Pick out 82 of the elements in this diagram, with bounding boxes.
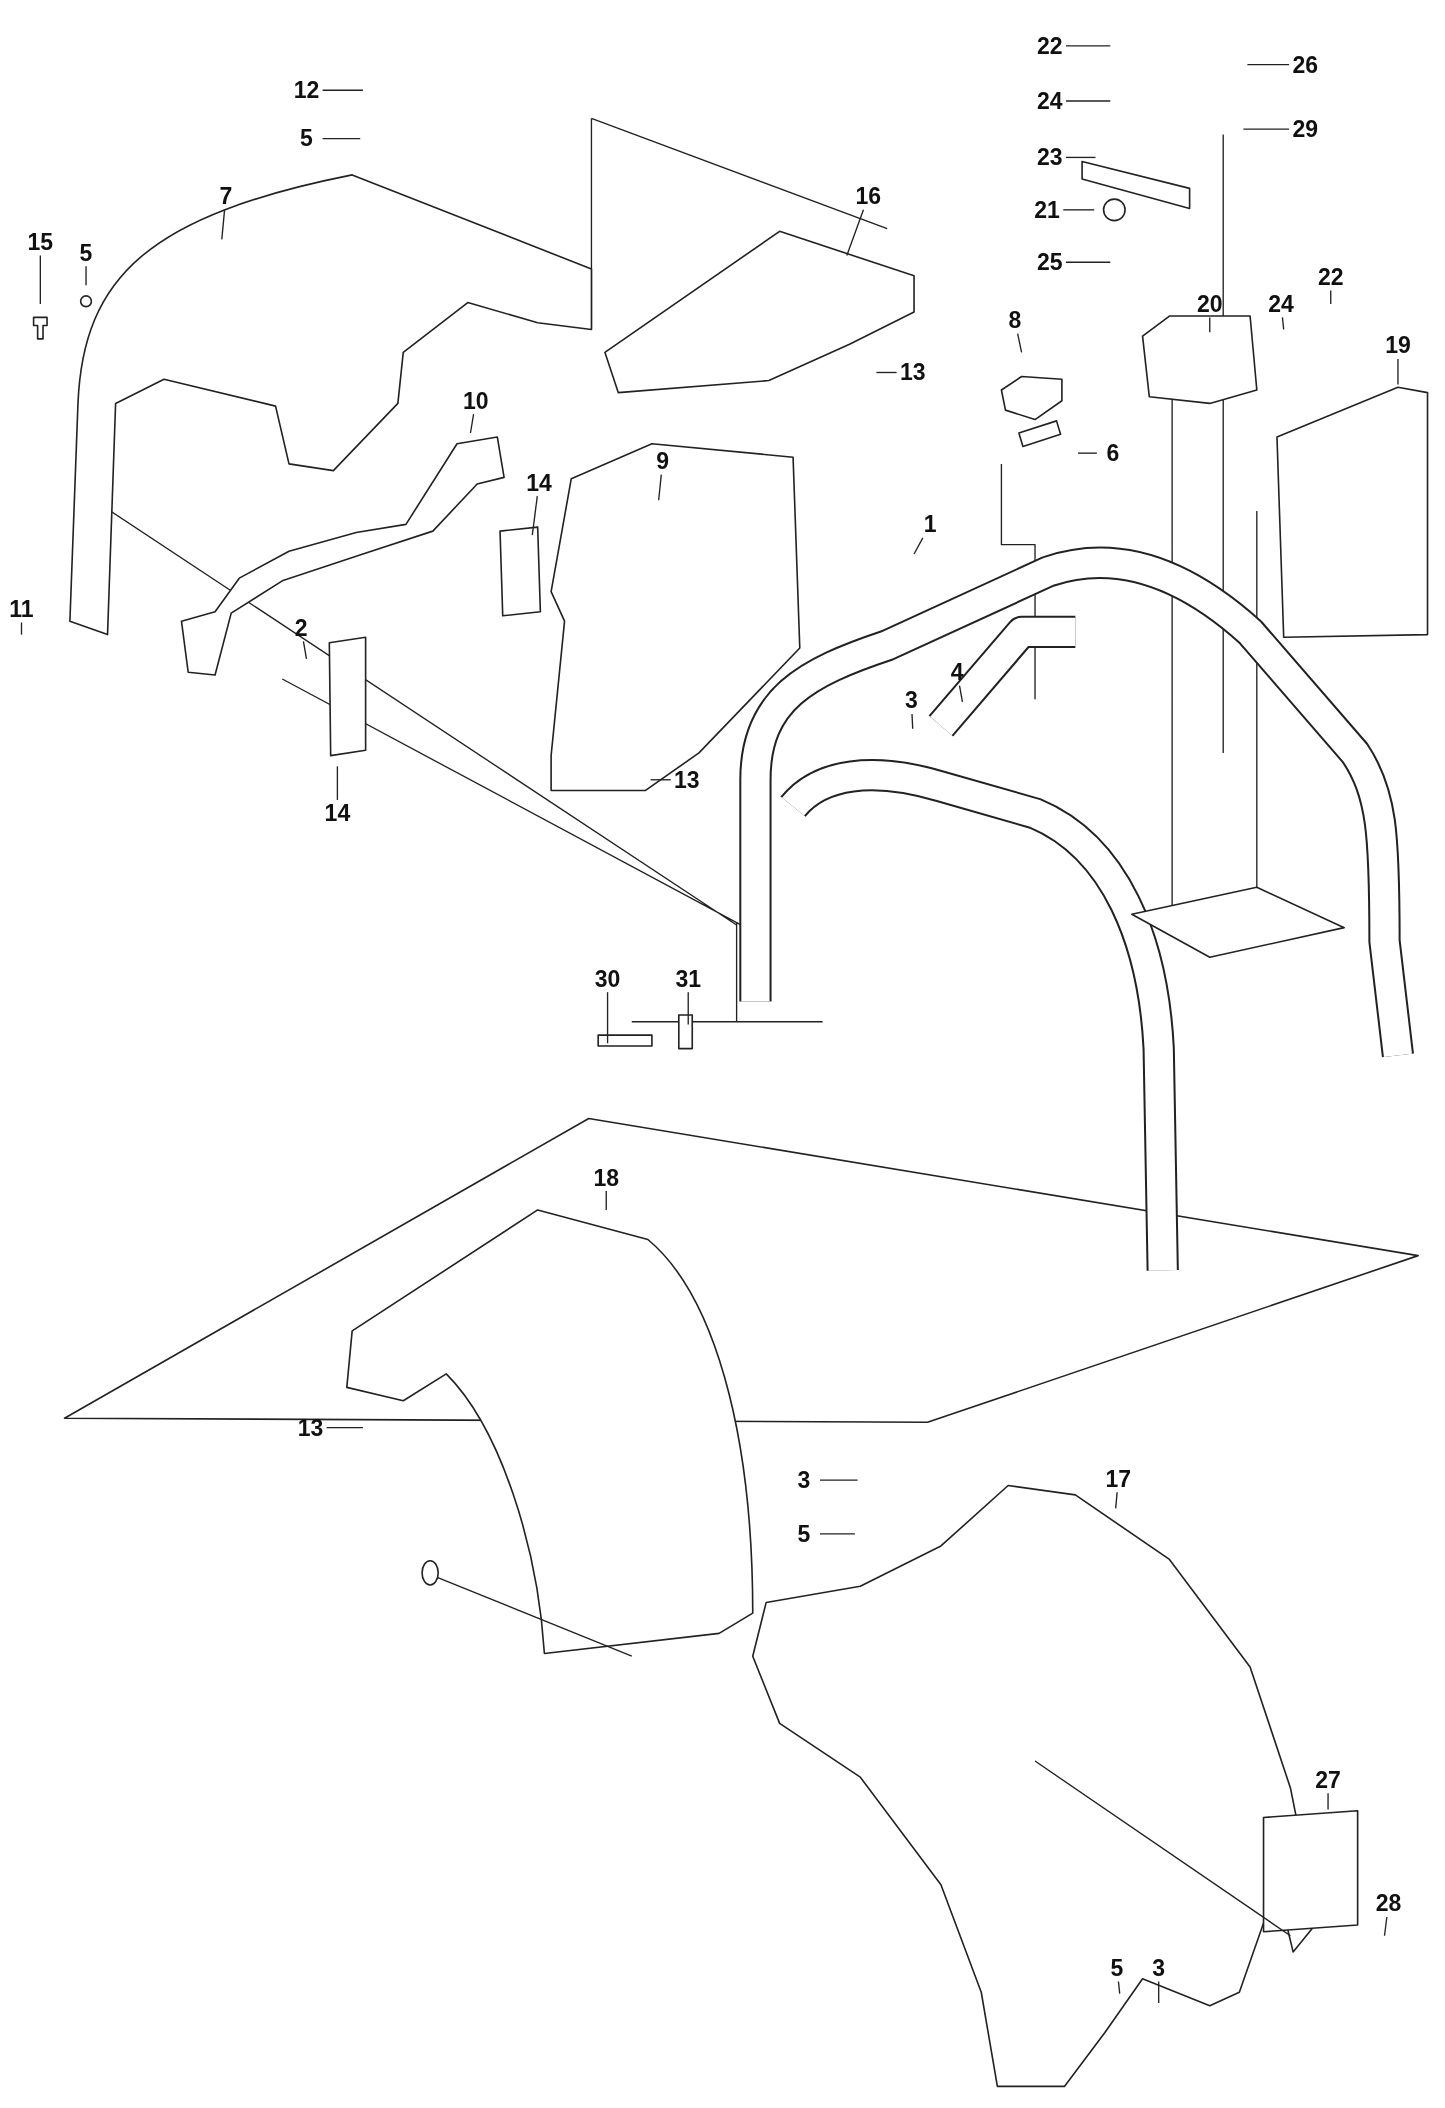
leader-line <box>469 413 475 434</box>
leader-line <box>913 537 924 555</box>
leader-line <box>1062 209 1095 211</box>
callout-number: 13 <box>898 358 927 386</box>
leader-line <box>649 779 672 781</box>
callout-number: 12 <box>292 76 321 104</box>
leader-line <box>221 209 226 241</box>
callout-number: 2 <box>293 614 309 642</box>
leader-line <box>1077 452 1098 454</box>
leader-line <box>20 621 23 636</box>
leader-line <box>336 765 339 801</box>
callout-number: 21 <box>1033 196 1061 224</box>
callout-number: 16 <box>854 182 883 210</box>
leader-line <box>1242 128 1290 130</box>
callout-number: 13 <box>296 1414 325 1441</box>
leader-line <box>39 254 41 305</box>
callout-number: 17 <box>1104 1465 1133 1493</box>
leader-line <box>958 685 964 703</box>
leader-line <box>1209 316 1211 333</box>
callout-number: 18 <box>592 1164 620 1191</box>
callout-number: 5 <box>78 239 94 267</box>
callout-number: 10 <box>462 387 490 415</box>
callout-number: 9 <box>655 447 671 475</box>
callout-number: 14 <box>525 469 553 497</box>
leader-line <box>531 495 538 536</box>
callout-number: 26 <box>1291 51 1319 78</box>
callout-number: 3 <box>796 1466 812 1494</box>
callout-number: 23 <box>1036 143 1064 171</box>
callout-number: 31 <box>674 965 702 993</box>
leader-line <box>1397 358 1399 386</box>
callout-number: 20 <box>1195 290 1224 318</box>
callout-number: 30 <box>593 965 622 993</box>
callout-number: 4 <box>949 658 965 686</box>
callout-number: 27 <box>1314 1766 1342 1794</box>
leader-line <box>1246 64 1290 66</box>
leader-line <box>1327 1792 1329 1811</box>
leader-line <box>605 1190 607 1211</box>
leader-line <box>1281 316 1285 331</box>
callout-number: 13 <box>673 766 701 794</box>
callout-number: 6 <box>1105 439 1121 467</box>
leader-line <box>1065 156 1097 159</box>
callout-number: 24 <box>1267 290 1295 318</box>
leader-line <box>1065 45 1111 47</box>
callout-number: 24 <box>1036 87 1064 115</box>
callout-number: 22 <box>1316 263 1345 291</box>
leader-line <box>1330 289 1332 305</box>
callout-number: 5 <box>1109 1954 1125 1982</box>
leader-line <box>819 1479 859 1481</box>
callout-number: 8 <box>1007 306 1023 334</box>
callout-number: 5 <box>796 1520 812 1548</box>
leader-line <box>819 1533 856 1535</box>
leader-line <box>911 713 914 730</box>
leader-line <box>321 137 361 140</box>
callout-number: 28 <box>1374 1889 1403 1917</box>
leader-line <box>1117 1980 1121 1995</box>
leader-line <box>846 209 865 257</box>
callout-number: 3 <box>1151 1954 1167 1982</box>
leader-line <box>1017 332 1023 353</box>
callout-number: 7 <box>218 182 234 210</box>
leader-line <box>658 474 662 501</box>
leader-line <box>1065 100 1111 102</box>
leader-line <box>1383 1916 1388 1937</box>
callout-number: 25 <box>1036 248 1064 276</box>
callout-number: 3 <box>903 686 919 714</box>
callout-number: 14 <box>323 799 352 827</box>
leader-line <box>325 1427 364 1429</box>
callout-number: 15 <box>26 228 55 256</box>
leader-line <box>1158 1980 1160 2004</box>
callout-number: 1 <box>922 510 938 538</box>
leader-line <box>1115 1491 1118 1509</box>
leader-line <box>85 265 87 286</box>
leader-line <box>875 371 898 374</box>
callout-number: 11 <box>8 595 35 623</box>
callout-number: 19 <box>1384 331 1412 359</box>
leader-line <box>321 89 364 91</box>
leader-line <box>687 991 689 1026</box>
leader-line <box>606 991 609 1044</box>
leader-line <box>1065 261 1111 263</box>
callout-number: 22 <box>1036 32 1064 60</box>
leader-line <box>302 640 308 660</box>
callout-number: 29 <box>1291 115 1319 143</box>
callout-number: 5 <box>299 124 314 152</box>
